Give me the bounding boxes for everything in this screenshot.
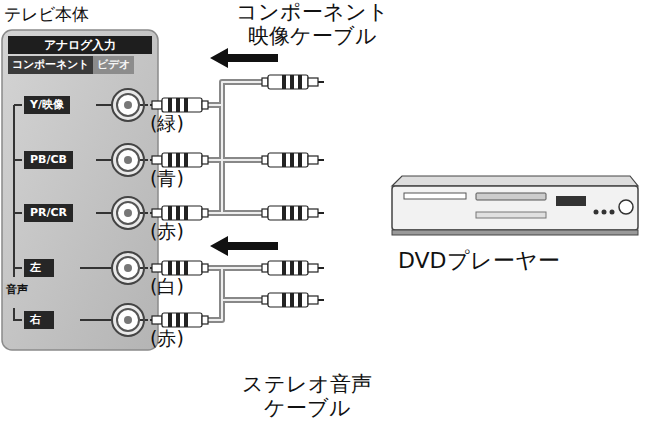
tab-box: コンポーネント <box>8 56 93 74</box>
jack-label-box: Y/映像 <box>24 96 70 114</box>
jack-label-box: PB/CB <box>24 151 73 169</box>
tab-box: ビデオ <box>93 56 134 74</box>
tab-label: ビデオ <box>97 57 130 73</box>
jack-label: 右 <box>30 312 41 328</box>
device-label: DVDプレーヤー <box>398 248 560 273</box>
color-label: (赤) <box>150 328 184 350</box>
tab-label: コンポーネント <box>12 57 89 73</box>
jack-label: PR/CR <box>30 205 67 221</box>
jack-label-box: 左 <box>24 259 54 277</box>
jack-label: 左 <box>30 260 41 276</box>
jack-label: Y/映像 <box>30 97 64 113</box>
jack-label: PB/CB <box>30 152 67 168</box>
cable-caption: コンポーネント 映像ケーブル <box>228 0 396 48</box>
jack-label-box: 右 <box>24 311 54 329</box>
color-label: (白) <box>150 276 184 298</box>
audio-group-label: 音声 <box>4 283 30 298</box>
color-label: (赤) <box>150 221 184 243</box>
cable-caption: ステレオ音声 ケーブル <box>232 372 382 420</box>
color-label: (緑) <box>150 113 184 135</box>
jack-label-box: PR/CR <box>24 204 73 222</box>
panel-header-bar: アナログ入力 <box>8 36 152 54</box>
color-label: (青) <box>150 168 184 190</box>
input-panel: テレビ本体アナログ入力コンポーネントビデオY/映像PB/CBPR/CR左右 <box>2 30 158 350</box>
dvd-player-icon <box>392 176 638 235</box>
panel-heading: テレビ本体 <box>4 3 89 26</box>
